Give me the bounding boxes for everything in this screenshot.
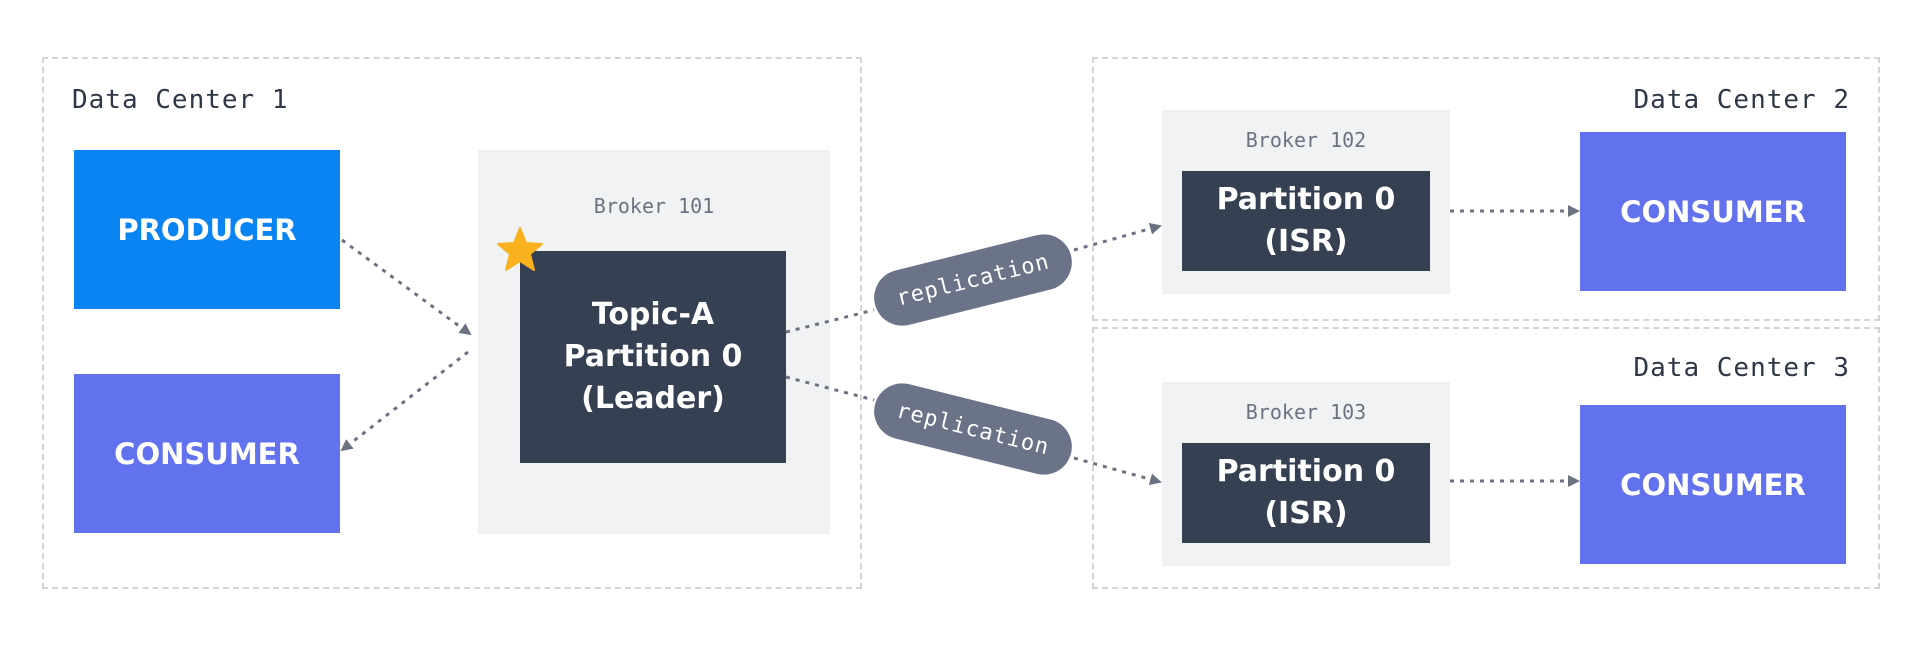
partition-isr-103: Partition 0 (ISR) bbox=[1182, 443, 1430, 543]
leader-partition-line-1: Topic-A bbox=[591, 297, 715, 332]
leader-partition: Topic-A Partition 0 (Leader) bbox=[520, 251, 786, 463]
leader-partition-line-3: (Leader) bbox=[581, 381, 725, 416]
partition-isr-102-line-2: (ISR) bbox=[1264, 224, 1348, 259]
broker-101-label: Broker 101 bbox=[593, 194, 715, 218]
data-center-3: Data Center 3 bbox=[1092, 327, 1880, 589]
partition-isr-102-line-1: Partition 0 bbox=[1216, 182, 1396, 217]
partition-isr-103-line-1: Partition 0 bbox=[1216, 454, 1396, 489]
consumer-node-dc3: CONSUMER bbox=[1580, 405, 1846, 564]
consumer-node-dc2: CONSUMER bbox=[1580, 132, 1846, 291]
data-center-1: Data Center 1 bbox=[42, 57, 862, 589]
arrow-replication-1-to-broker102 bbox=[1073, 222, 1162, 252]
leader-partition-line-2: Partition 0 bbox=[563, 339, 743, 374]
data-center-3-label: Data Center 3 bbox=[1633, 353, 1850, 383]
consumer-node-dc1: CONSUMER bbox=[74, 374, 340, 533]
broker-103-label: Broker 103 bbox=[1245, 400, 1367, 424]
arrow-broker101-to-consumer bbox=[340, 350, 469, 452]
arrow-producer-to-broker101 bbox=[341, 238, 472, 336]
producer-node: PRODUCER bbox=[74, 150, 340, 309]
partition-isr-103-line-2: (ISR) bbox=[1264, 496, 1348, 531]
broker-102-label: Broker 102 bbox=[1245, 128, 1367, 152]
arrow-leader-to-replication-1 bbox=[785, 308, 875, 334]
data-center-2: Data Center 2 bbox=[1092, 57, 1880, 321]
partition-isr-102: Partition 0 (ISR) bbox=[1182, 171, 1430, 271]
data-center-2-label: Data Center 2 bbox=[1633, 85, 1850, 115]
arrow-leader-to-replication-2 bbox=[785, 375, 875, 402]
star-icon bbox=[497, 227, 543, 271]
arrow-replication-2-to-broker103 bbox=[1073, 456, 1162, 486]
data-center-1-label: Data Center 1 bbox=[72, 85, 289, 115]
